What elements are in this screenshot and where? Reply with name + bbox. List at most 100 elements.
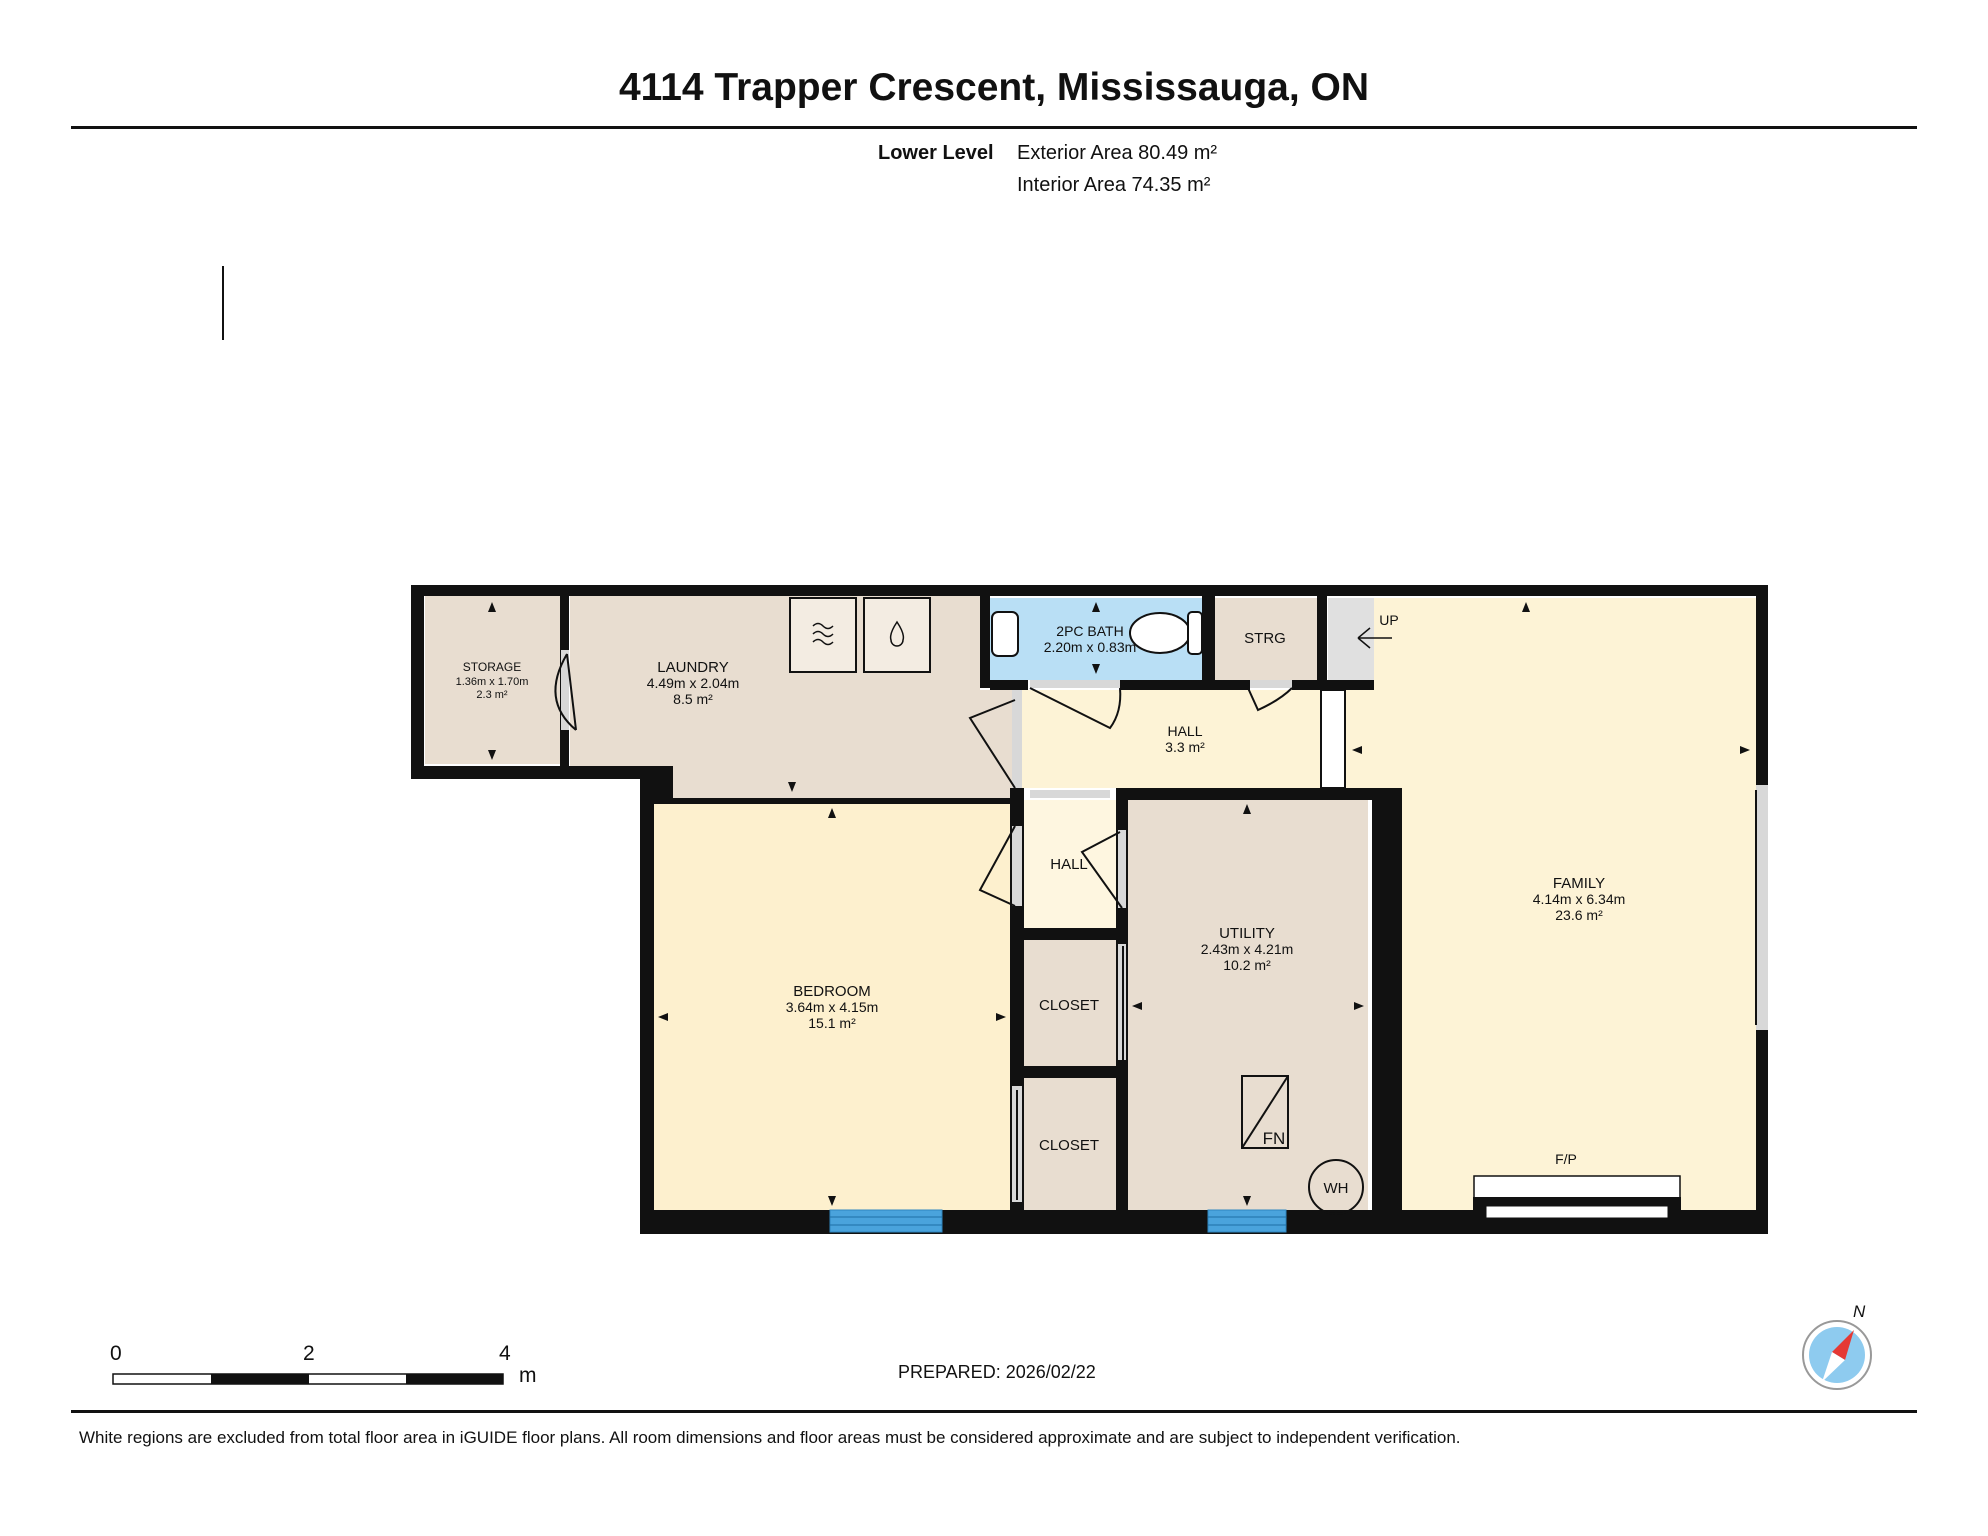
bedroom-left-wall	[640, 766, 654, 1234]
closet-2-room	[1024, 1078, 1116, 1210]
laundry-hall-gap	[1012, 690, 1022, 788]
strg-right-wall	[1317, 596, 1327, 686]
furnace-diagonal	[1241, 1075, 1289, 1149]
door-gaps	[561, 650, 1768, 1202]
bedroom-name: BEDROOM	[793, 983, 871, 1000]
hall-upper-name: HALL	[1167, 723, 1202, 739]
hall-family-area	[1018, 598, 1756, 1220]
scale-segment-4	[406, 1374, 503, 1384]
laundry-area: 8.5 m²	[673, 691, 713, 707]
right-wall-upper	[1756, 585, 1768, 785]
page-title: 4114 Trapper Crescent, Mississauga, ON	[618, 66, 1370, 109]
compass-needle-south	[1822, 1352, 1845, 1382]
stair-arrow-icon	[1357, 627, 1392, 649]
closet-2-top-wall	[1024, 1066, 1116, 1078]
water-heater-label: WH	[1324, 1180, 1349, 1197]
sink-icon	[991, 611, 1019, 657]
storage-arrow-bottom	[488, 750, 496, 760]
bath-door-swing	[1029, 687, 1122, 730]
storage-area: 2.3 m²	[476, 689, 508, 701]
toilet-tank-icon	[1187, 611, 1203, 655]
bedroom-room	[654, 804, 1016, 1210]
storage-name: STORAGE	[463, 660, 521, 674]
utility-dims: 2.43m x 4.21m	[1201, 941, 1294, 957]
storage-room	[425, 596, 560, 764]
compass-needle-north	[1832, 1330, 1854, 1360]
stair-opening	[1320, 689, 1346, 789]
toilet-bowl-icon	[1129, 612, 1191, 654]
utility-name: UTILITY	[1219, 925, 1275, 942]
bath-bottom-wall-b	[1120, 680, 1250, 690]
family-arrow-top	[1522, 602, 1530, 612]
closet-1-name: CLOSET	[1039, 997, 1099, 1014]
bath-dims: 2.20m x 0.83m	[1044, 639, 1137, 655]
utility-arrow-bottom	[1243, 1196, 1251, 1206]
washer-waves-icon	[812, 622, 834, 646]
utility-arrow-top	[1243, 804, 1251, 814]
disclaimer: White regions are excluded from total fl…	[79, 1428, 1461, 1447]
tick-mark	[222, 266, 224, 340]
family-name: FAMILY	[1553, 875, 1605, 892]
hall-opening	[1030, 790, 1110, 798]
utility-door-swing	[1080, 831, 1123, 909]
compass-north-label: N	[1853, 1302, 1866, 1321]
bedroom-arrow-bottom	[828, 1196, 836, 1206]
storage-door-gap	[561, 650, 569, 730]
title-rule	[71, 126, 1917, 129]
bath-arrow-top	[1092, 602, 1100, 612]
storage-bottom-wall	[411, 766, 673, 779]
family-arrow-left	[1352, 746, 1362, 754]
fireplace-label: F/P	[1555, 1151, 1577, 1167]
dryer-drop-icon	[889, 620, 905, 647]
scale-label-four: 4	[499, 1342, 511, 1365]
bedroom-arrow-left	[658, 1013, 668, 1021]
scale-label-two: 2	[303, 1342, 315, 1365]
bedroom-dims: 3.64m x 4.15m	[786, 999, 879, 1015]
bath-right-wall	[1202, 596, 1215, 686]
storage-dims: 1.36m x 1.70m	[456, 676, 529, 688]
utility-door-gap	[1118, 830, 1126, 908]
utility-top-wall	[1116, 788, 1372, 800]
closet-1-room	[1024, 940, 1116, 1066]
scale-bar	[112, 1373, 504, 1385]
family-window-gap	[1756, 785, 1768, 1030]
furnace-label: FN	[1263, 1129, 1286, 1148]
utility-arrow-right	[1354, 1002, 1364, 1010]
prepared-date: PREPARED: 2026/02/22	[898, 1362, 1096, 1382]
laundry-door-swing	[968, 699, 1016, 789]
laundry-dims: 4.49m x 2.04m	[647, 675, 740, 691]
fireplace-hearth	[1473, 1175, 1681, 1199]
hall-lower-room	[1024, 800, 1116, 928]
scale-unit: m	[519, 1364, 537, 1387]
interior-area: Interior Area 74.35 m²	[1017, 174, 1211, 196]
family-arrow-right	[1740, 746, 1750, 754]
strg-room	[1215, 598, 1317, 680]
storage-arrow-top	[488, 602, 496, 612]
bedroom-window	[829, 1209, 943, 1233]
window-lines	[830, 1216, 1286, 1226]
strg-name: STRG	[1244, 630, 1286, 647]
bedroom-arrow-top	[828, 808, 836, 818]
dryer-icon	[863, 597, 931, 673]
bedroom-arrow-right	[996, 1013, 1006, 1021]
storage-door-swing	[554, 653, 577, 731]
fixtures	[789, 597, 1681, 1221]
top-wall	[411, 585, 1768, 596]
bath-name: 2PC BATH	[1056, 623, 1123, 639]
footer-rule	[71, 1410, 1917, 1413]
fireplace-opening	[1485, 1205, 1669, 1219]
utility-right-wall	[1372, 788, 1402, 1220]
laundry-name: LAUNDRY	[657, 659, 728, 676]
bedroom-top-wall	[654, 798, 1016, 804]
hall-upper-area: 3.3 m²	[1165, 739, 1205, 755]
windows	[829, 1209, 1287, 1233]
bedroom-door-swing	[978, 825, 1016, 907]
strg-door-swing	[1247, 687, 1293, 712]
level-name: Lower Level	[878, 142, 994, 164]
hall-lower-name: HALL	[1050, 856, 1088, 873]
utility-arrow-left	[1132, 1002, 1142, 1010]
stair-area	[1328, 598, 1374, 680]
family-area: 23.6 m²	[1555, 907, 1603, 923]
bath-door-gap	[1030, 680, 1120, 688]
